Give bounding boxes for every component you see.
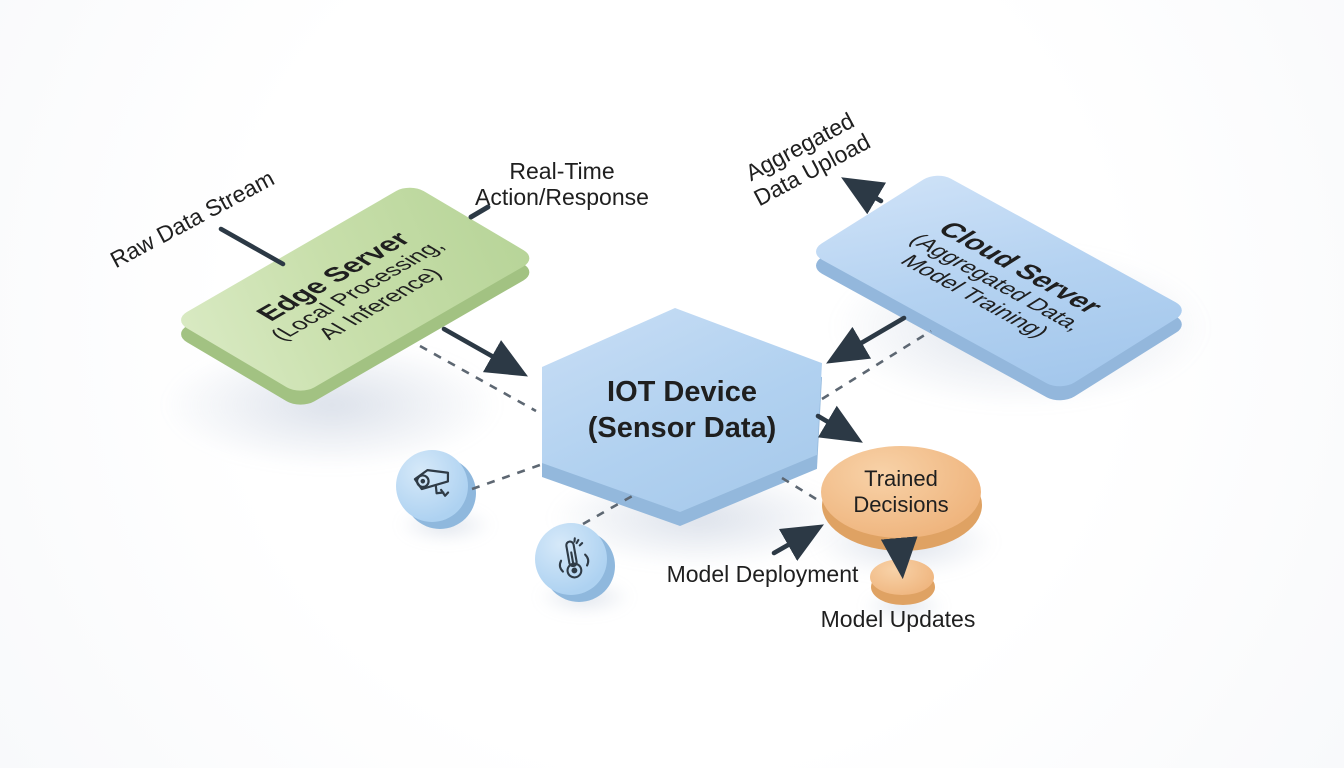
aggregated-upload-arrow	[841, 177, 887, 215]
model-updates-label: Model Updates	[820, 606, 976, 632]
camera-badge	[396, 450, 468, 522]
real-time-label: Real-Time Action/Response	[462, 158, 662, 211]
trained-decisions-node: Trained Decisions	[821, 446, 981, 538]
iot-to-decisions-arrow	[815, 405, 863, 443]
cctv-camera-icon	[413, 468, 450, 497]
real-time-line1: Real-Time	[509, 158, 615, 184]
raw-data-stream-link	[218, 226, 286, 267]
model-deployment-label: Model Deployment	[666, 561, 859, 587]
aggregated-data-upload-label: Aggregated Data Upload	[723, 98, 889, 220]
trained-decisions-line1: Trained	[864, 465, 938, 491]
thermometer-badge	[535, 523, 607, 595]
trained-decisions-line2: Decisions	[853, 492, 949, 517]
raw-data-stream-label: Raw Data Stream	[105, 164, 279, 273]
temperature-sensor-icon	[558, 537, 590, 579]
iot-device-title: IOT Device	[607, 375, 757, 408]
iot-device-subtitle: (Sensor Data)	[587, 412, 777, 444]
camera-to-iot-dashed-link	[471, 463, 541, 491]
model-updates-node	[870, 559, 934, 595]
real-time-line2: Action/Response	[475, 184, 649, 211]
